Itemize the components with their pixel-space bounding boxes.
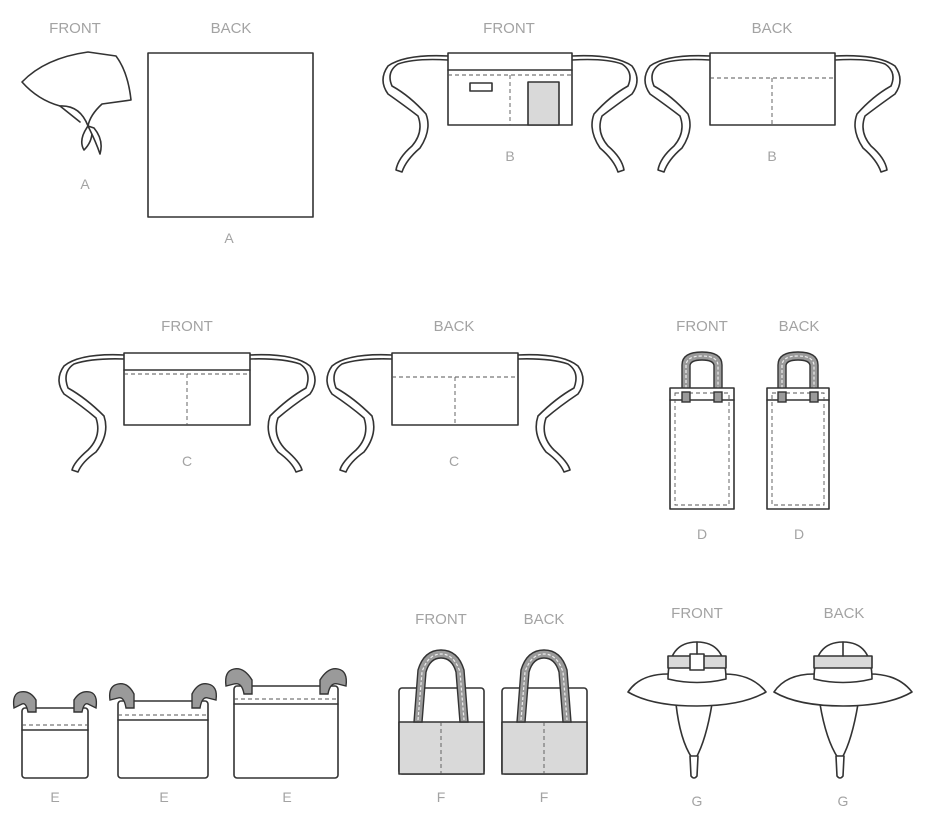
view-g-front-label: FRONT <box>671 605 723 622</box>
view-e-letter-1: E <box>50 789 59 805</box>
view-d-back-label: BACK <box>779 318 820 335</box>
view-b-front-label: FRONT <box>483 20 535 37</box>
view-g-back-letter: G <box>838 793 849 809</box>
view-d-back-tote <box>766 351 830 510</box>
view-b-back-apron <box>644 52 901 173</box>
view-e-basket-large <box>224 668 348 779</box>
view-d-front-letter: D <box>697 526 707 542</box>
view-f-front-label: FRONT <box>415 611 467 628</box>
view-c-back-apron <box>326 352 584 473</box>
view-g-front-hat <box>627 641 767 779</box>
view-b-back-letter: B <box>767 148 776 164</box>
view-b-back-label: BACK <box>752 20 793 37</box>
view-f-back-bag <box>501 649 588 775</box>
view-a-back-label: BACK <box>211 20 252 37</box>
view-a-front-bandana <box>21 51 132 155</box>
view-c-back-label: BACK <box>434 318 475 335</box>
view-d-front-label: FRONT <box>676 318 728 335</box>
view-f-front-letter: F <box>437 789 446 805</box>
view-c-front-letter: C <box>182 453 192 469</box>
view-e-basket-small <box>12 690 98 779</box>
view-f-back-letter: F <box>540 789 549 805</box>
view-d-back-letter: D <box>794 526 804 542</box>
view-c-front-label: FRONT <box>161 318 213 335</box>
view-a-front-label: FRONT <box>49 20 101 37</box>
view-d-front-tote <box>669 351 735 510</box>
view-a-front-letter: A <box>80 176 90 192</box>
view-g-back-label: BACK <box>824 605 865 622</box>
view-f-front-bag <box>398 649 485 775</box>
view-g-front-letter: G <box>692 793 703 809</box>
view-g-back-hat <box>773 641 913 779</box>
view-f-back-label: BACK <box>524 611 565 628</box>
view-e-basket-medium <box>108 683 218 779</box>
view-b-front-apron <box>382 52 638 173</box>
view-a-back-letter: A <box>224 230 234 246</box>
view-c-front-apron <box>58 352 316 473</box>
view-c-back-letter: C <box>449 453 459 469</box>
view-b-front-letter: B <box>505 148 514 164</box>
view-e-letter-3: E <box>282 789 291 805</box>
view-e-letter-2: E <box>159 789 168 805</box>
view-a-back-square <box>147 52 314 218</box>
